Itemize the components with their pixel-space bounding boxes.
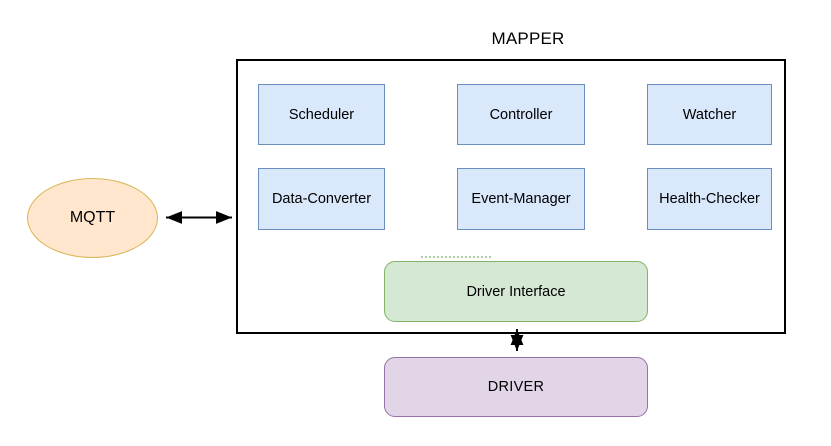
dotted-line-artifact [421, 256, 491, 260]
component-controller[interactable]: Controller [457, 84, 585, 145]
component-watcher[interactable]: Watcher [647, 84, 772, 145]
mqtt-node[interactable]: MQTT [27, 178, 158, 258]
driver-node[interactable]: DRIVER [384, 357, 648, 417]
driver-interface-node[interactable]: Driver Interface [384, 261, 648, 322]
component-event-manager[interactable]: Event-Manager [457, 168, 585, 230]
component-health-checker[interactable]: Health-Checker [647, 168, 772, 230]
component-data-converter[interactable]: Data-Converter [258, 168, 385, 230]
page-title: MAPPER [491, 29, 565, 48]
component-scheduler[interactable]: Scheduler [258, 84, 385, 145]
